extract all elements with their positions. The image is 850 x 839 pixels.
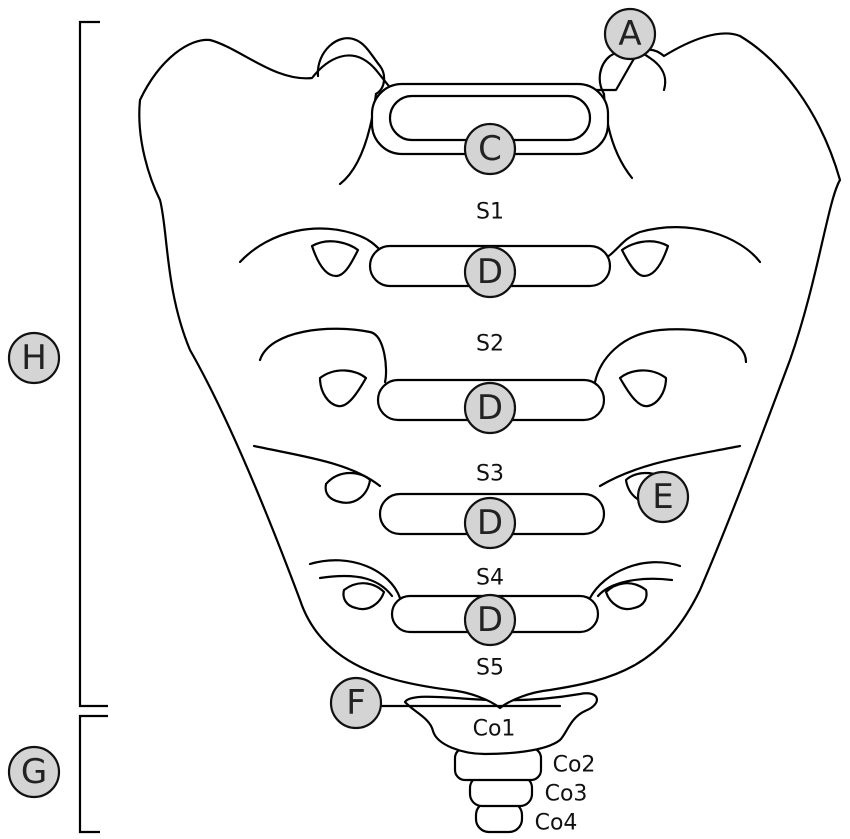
callout-d-3: D: [465, 498, 515, 548]
svg-text:D: D: [477, 600, 503, 640]
callout-f: F: [331, 678, 381, 728]
segment-label-co3: Co3: [545, 782, 588, 807]
callout-d-4: D: [465, 595, 515, 645]
segment-label-co4: Co4: [535, 811, 578, 836]
callout-d-2: D: [465, 383, 515, 433]
coccyx-bracket: [80, 716, 108, 832]
segment-label-s3: S3: [476, 462, 504, 487]
svg-text:H: H: [21, 338, 47, 378]
svg-text:A: A: [618, 14, 641, 54]
callout-c: C: [465, 124, 515, 174]
segment-label-co1: Co1: [473, 717, 516, 742]
callout-e: E: [638, 472, 688, 522]
svg-text:E: E: [652, 477, 673, 517]
segment-label-s1: S1: [476, 200, 504, 225]
callout-h: H: [9, 333, 59, 383]
svg-text:C: C: [478, 129, 502, 169]
svg-text:G: G: [21, 752, 47, 792]
svg-text:D: D: [477, 503, 503, 543]
svg-text:D: D: [477, 252, 503, 292]
svg-text:F: F: [346, 683, 366, 723]
segment-label-s2: S2: [476, 332, 504, 357]
segment-label-co2: Co2: [553, 753, 596, 778]
svg-text:D: D: [477, 388, 503, 428]
segment-label-s5: S5: [476, 656, 504, 681]
sacrum-bracket: [80, 22, 108, 706]
callout-a: A: [605, 9, 655, 59]
callout-d-1: D: [465, 247, 515, 297]
segment-label-s4: S4: [476, 566, 504, 591]
callout-g: G: [9, 747, 59, 797]
